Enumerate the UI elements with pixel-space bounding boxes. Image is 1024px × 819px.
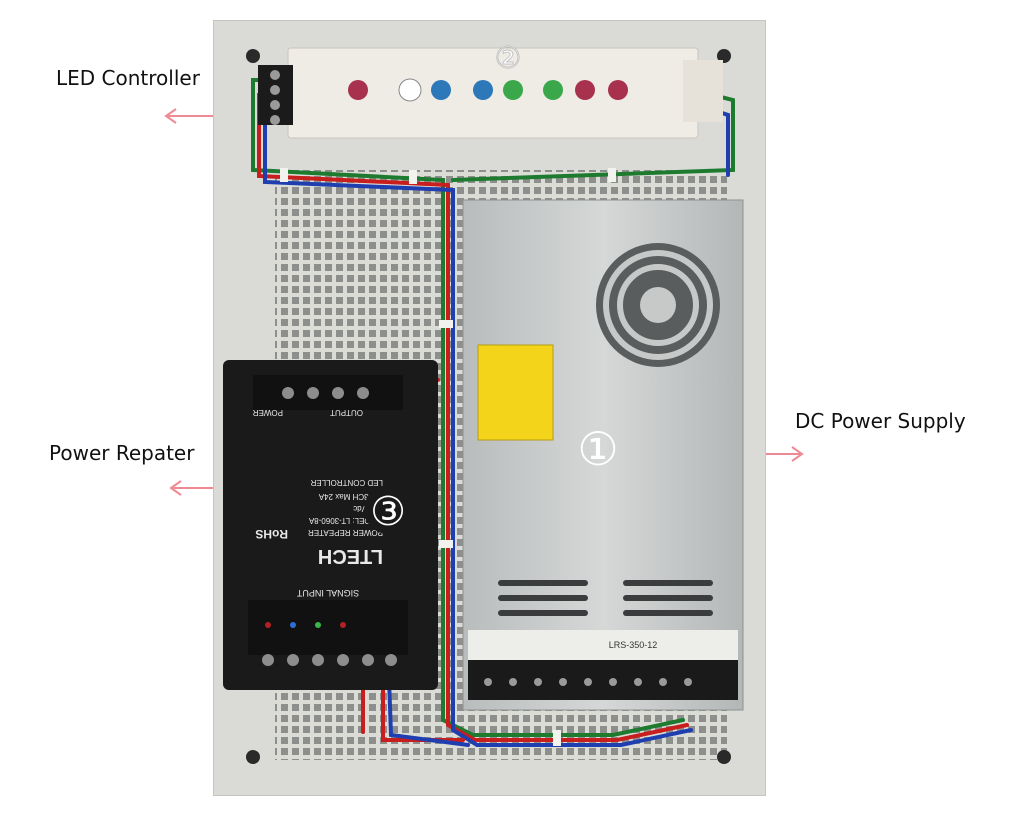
dc-power-supply: ① LRS-350-12 — [462, 199, 744, 711]
power-repeater: SIGNAL INPUT LTECH POWER REPEATER MODEL:… — [223, 360, 438, 690]
power-repeater-label: Power Repater — [49, 441, 195, 465]
marker-one: ① — [577, 422, 618, 476]
led-controller-label: LED Controller — [56, 66, 200, 90]
repeater-power-header: POWER — [253, 408, 283, 417]
led-controller: ② — [258, 41, 723, 139]
dc-power-supply-label: DC Power Supply — [795, 409, 966, 433]
repeater-name: POWER REPEATER — [308, 528, 383, 537]
repeater-output-header: OUTPUT — [330, 408, 363, 417]
repeater-product: LED CONTROLLER — [310, 478, 383, 487]
repeater-input-header: SIGNAL INPUT — [296, 588, 359, 598]
marker-three: ③ — [370, 489, 406, 535]
board-photo: ② ① LRS-350-12 — [213, 20, 766, 796]
repeater-cert: RoHS — [255, 527, 288, 541]
repeater-model: MODEL: LT-3060-8A — [308, 516, 383, 525]
repeater-brand: LTECH — [318, 545, 383, 567]
psu-model: LRS-350-12 — [609, 640, 658, 650]
repeater-spec2: 8A×3CH Max 24A — [318, 492, 383, 501]
marker-two: ② — [495, 41, 522, 76]
